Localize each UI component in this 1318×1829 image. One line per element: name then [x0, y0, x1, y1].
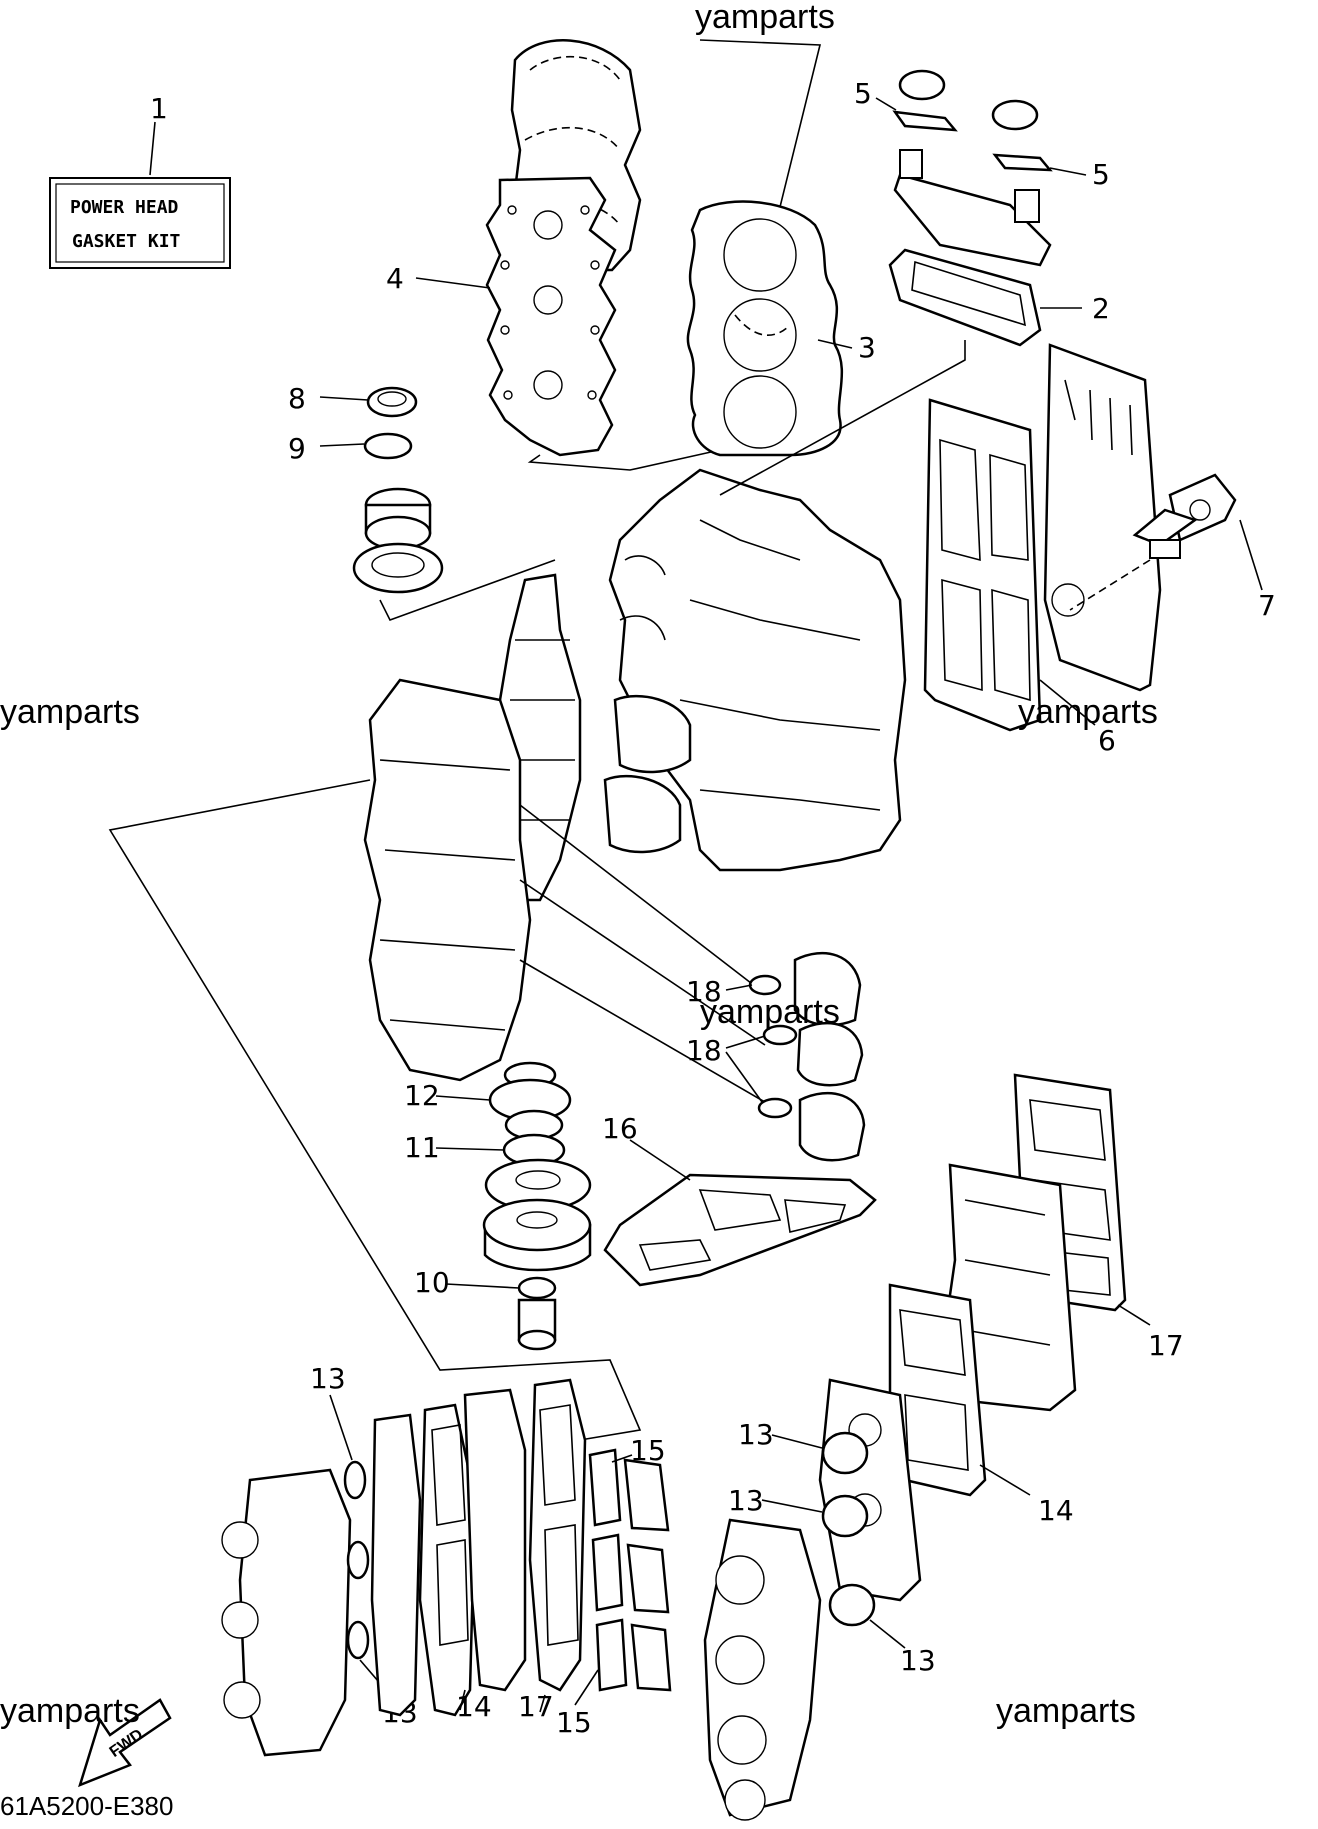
head-cover-gasket-4: [485, 39, 822, 471]
callout-18-upper: 18: [686, 975, 722, 1008]
callout-18-lower: 18: [686, 1034, 722, 1067]
reed-valves-15: 15 15: [556, 1434, 672, 1739]
oil-seal-8: 8: [288, 382, 418, 418]
lower-bearing-stack: [482, 1061, 592, 1351]
cylinder-block: [608, 468, 907, 872]
watermark-bottom-right: yamparts: [996, 1692, 1136, 1730]
cover-gasket-18b: [762, 1021, 864, 1087]
callout-2: 2: [1092, 292, 1110, 325]
callout-7: 7: [1258, 589, 1276, 622]
callout-15-bottom: 15: [556, 1706, 592, 1739]
watermark-right: yamparts: [1018, 693, 1158, 731]
callout-1: 1: [150, 92, 168, 125]
callout-4: 4: [386, 262, 404, 295]
callout-14-left: 14: [456, 1690, 492, 1723]
watermark-left: yamparts: [0, 693, 140, 731]
reed-valve-block-left: [463, 1388, 527, 1692]
intake-silencer-left: [221, 1468, 352, 1757]
thermostat-gasket-5a: 5: [854, 69, 958, 179]
watermark-bottom-left: yamparts: [0, 1692, 140, 1730]
callout-13-left-top: 13: [310, 1362, 346, 1395]
callout-13-r3: 13: [900, 1644, 936, 1677]
exhaust-cover-gasket-2: 2: [719, 248, 1110, 496]
callout-6: 6: [1098, 724, 1116, 757]
callout-17-right: 17: [1148, 1329, 1184, 1362]
exhaust-guide-gasket-16: 16: [602, 1112, 877, 1287]
watermark-center: yamparts: [700, 993, 840, 1031]
callout-14-right: 14: [1038, 1494, 1074, 1527]
intake-assembly-right: [703, 1518, 822, 1821]
upper-bearing: [352, 487, 556, 621]
exhaust-manifold-gasket-6: 6: [923, 398, 1116, 757]
callout-17-left: 17: [518, 1690, 554, 1723]
callout-9: 9: [288, 432, 306, 465]
callout-12: 12: [404, 1079, 440, 1112]
thermostat-gasket-5b: 5: [991, 99, 1110, 223]
gasket-kit-box: 1 POWER HEAD GASKET KIT: [49, 92, 231, 269]
o-rings-13-right: 13 13 13: [728, 1418, 936, 1677]
callout-13-r2: 13: [728, 1484, 764, 1517]
callout-5-top: 5: [854, 77, 872, 110]
cover-gasket-18c: [757, 1091, 866, 1162]
intake-manifold-right: [943, 1163, 1077, 1412]
reed-gasket-14-left: 14: [418, 1403, 492, 1723]
cover-gasket-18a: [748, 951, 862, 1027]
grouping-bracket: [108, 779, 642, 1441]
pressure-valve-7: 7: [1069, 473, 1276, 622]
intake-manifold-left: [370, 1413, 422, 1717]
reed-gasket-14-right: 14: [888, 1283, 1074, 1527]
callout-3: 3: [858, 331, 876, 364]
o-ring-9: 9: [288, 432, 413, 465]
exhaust-cover: [1043, 343, 1162, 692]
callout-13-r1: 13: [738, 1418, 774, 1451]
diagram-code: 61A5200-E380: [0, 1791, 173, 1821]
kit-line-1: POWER HEAD: [70, 197, 179, 218]
thermostat-cover: [893, 173, 1052, 267]
cylinder-head-gasket-3: [686, 200, 844, 457]
intake-gasket-17-left: 17: [518, 1378, 587, 1723]
callout-10: 10: [414, 1266, 450, 1299]
callout-15-top: 15: [630, 1434, 666, 1467]
crankcase: [363, 678, 771, 1106]
callout-16: 16: [602, 1112, 638, 1145]
callout-5-right: 5: [1092, 158, 1110, 191]
callout-8: 8: [288, 382, 306, 415]
callout-11: 11: [404, 1131, 440, 1164]
kit-line-2: GASKET KIT: [72, 231, 181, 252]
watermark-top: yamparts: [695, 0, 835, 36]
